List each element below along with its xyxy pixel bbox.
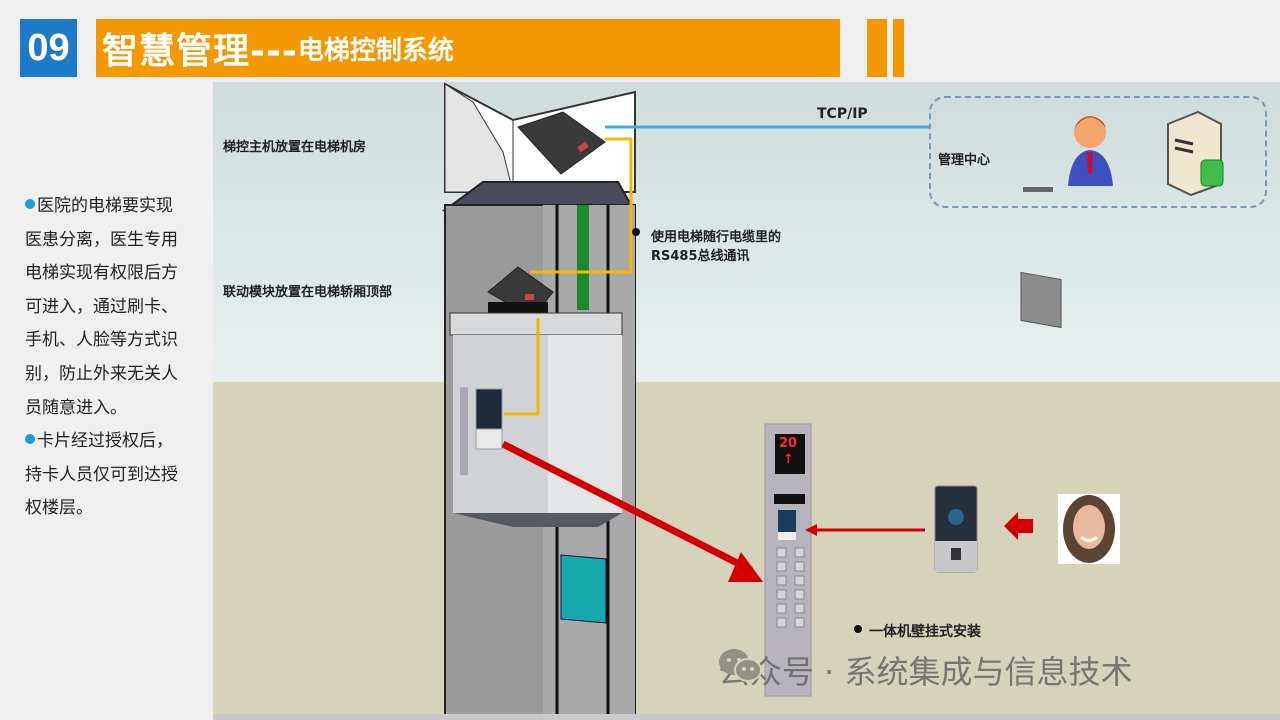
shaft-door bbox=[560, 554, 607, 624]
floor-button bbox=[776, 617, 787, 628]
elevator-host-device bbox=[517, 111, 606, 175]
decorative-bar bbox=[893, 19, 904, 77]
cable-marker bbox=[632, 228, 640, 236]
server-icon bbox=[1167, 110, 1224, 197]
rs485-cable bbox=[530, 137, 633, 274]
floor-button bbox=[794, 547, 805, 558]
management-center-label: 管理中心 bbox=[938, 153, 991, 168]
face-recognition-terminal bbox=[934, 485, 978, 573]
elevator-control-panel bbox=[764, 423, 812, 697]
red-block-arrow bbox=[1004, 512, 1033, 540]
wechat-icon bbox=[719, 649, 762, 682]
floor-button bbox=[776, 589, 787, 600]
bullet-icon bbox=[25, 434, 35, 445]
bullet-icon bbox=[854, 625, 862, 633]
section-number-badge: 09 bbox=[20, 19, 77, 77]
watermark: 公众号 · 系统集成与信息技术 bbox=[718, 647, 1133, 693]
floor-button bbox=[794, 603, 805, 614]
floor-button bbox=[776, 603, 787, 614]
decorative-bar bbox=[867, 19, 887, 77]
title-sub: 电梯控制系统 bbox=[297, 35, 454, 66]
operator-computer-icon bbox=[1020, 116, 1113, 329]
floor-button bbox=[794, 589, 805, 600]
up-arrow-icon: ↑ bbox=[783, 452, 794, 467]
floor-button bbox=[776, 561, 787, 572]
description-text: 医院的电梯要实现医患分离，医生专用电梯实现有权限后方可进入，通过刷卡、手机、人脸… bbox=[25, 190, 185, 526]
management-center-box bbox=[929, 96, 1267, 208]
floor-button bbox=[794, 617, 805, 628]
rs485-label-line2: RS485总线通讯 bbox=[651, 249, 750, 264]
host-location-label: 梯控主机放置在电梯机房 bbox=[223, 140, 367, 155]
red-thin-arrow-head bbox=[805, 524, 817, 536]
module-location-label: 联动模块放置在电梯轿厢顶部 bbox=[223, 285, 393, 300]
face-photo bbox=[1058, 494, 1120, 564]
page-title: 智慧管理--- 电梯控制系统 bbox=[96, 19, 840, 77]
tcp-ip-label: TCP/IP bbox=[817, 106, 868, 122]
panel-buttons bbox=[776, 547, 805, 628]
bottom-strip bbox=[213, 714, 1280, 720]
car-access-terminal bbox=[460, 387, 503, 475]
diagram-graphics bbox=[441, 82, 1224, 716]
linkage-module-device bbox=[487, 266, 554, 319]
watermark-text: 公众号 · 系统集成与信息技术 bbox=[718, 653, 1133, 691]
paragraph-1: 医院的电梯要实现医患分离，医生专用电梯实现有权限后方可进入，通过刷卡、手机、人脸… bbox=[25, 196, 178, 418]
red-arrow-head bbox=[728, 552, 763, 582]
install-note-label: 一体机壁挂式安装 bbox=[869, 624, 981, 640]
car-cable bbox=[504, 318, 540, 416]
floor-button bbox=[794, 575, 805, 586]
elevator-system-diagram: 梯控主机放置在电梯机房 联动模块放置在电梯轿厢顶部 TCP/IP 使用电梯随行电… bbox=[213, 82, 1280, 716]
rs485-label-line1: 使用电梯随行电缆里的 bbox=[651, 230, 782, 245]
guide-rail bbox=[577, 205, 589, 310]
floor-display: 20 bbox=[779, 436, 798, 451]
floor-button bbox=[794, 561, 805, 572]
title-main: 智慧管理--- bbox=[102, 31, 298, 72]
floor-button bbox=[776, 575, 787, 586]
red-arrow-line bbox=[501, 440, 753, 574]
floor-button bbox=[776, 547, 787, 558]
paragraph-2: 卡片经过授权后，持卡人员仅可到达授权楼层。 bbox=[25, 431, 178, 519]
bullet-icon bbox=[25, 199, 35, 209]
